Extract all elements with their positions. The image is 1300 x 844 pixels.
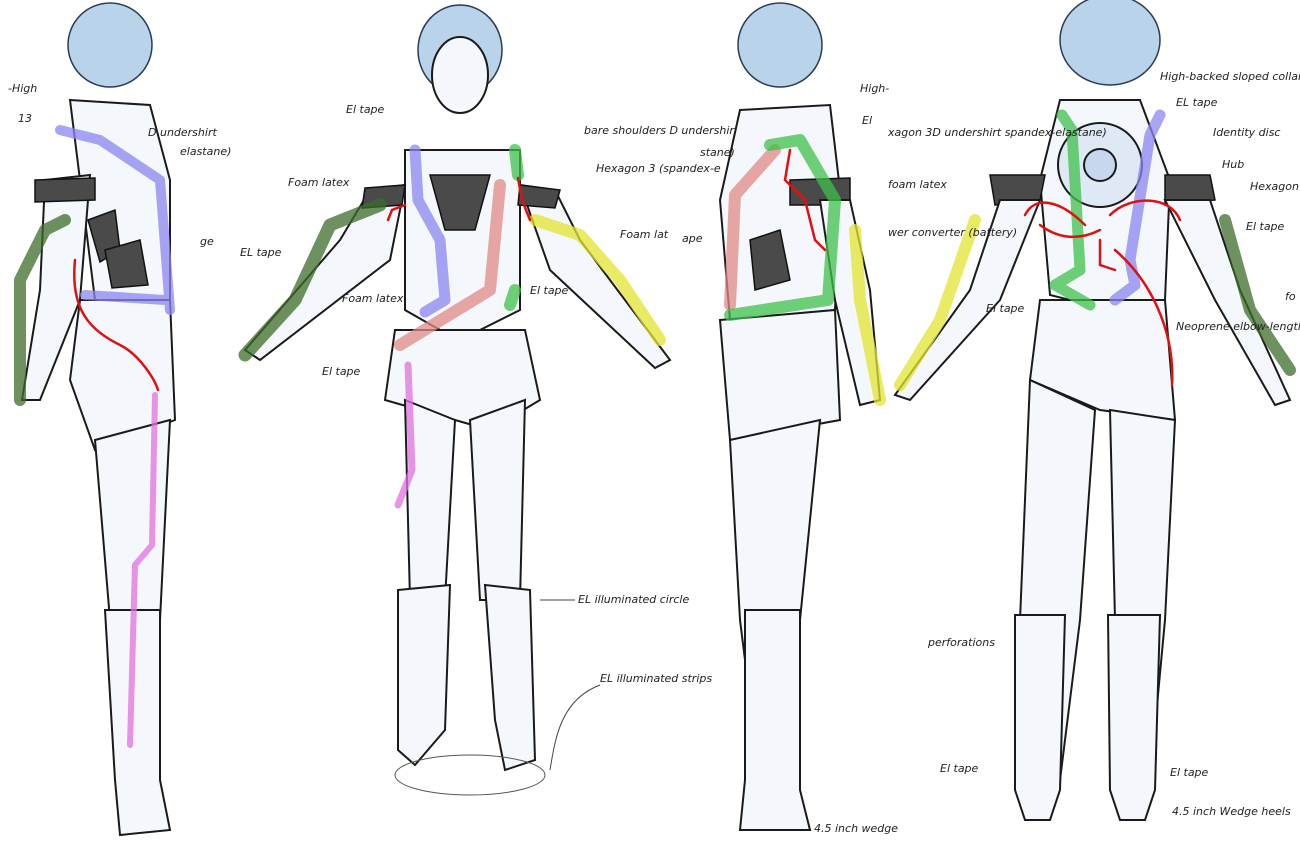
el-tape-green xyxy=(724,134,841,321)
top-label-layer: Hexagon 3 (spandex-e xyxy=(595,161,723,177)
label: 4.5 inch wedge xyxy=(814,822,898,835)
label: fo xyxy=(1285,290,1296,303)
hub xyxy=(1083,148,1117,182)
label: El tape xyxy=(346,103,385,116)
el-tape-dark-green xyxy=(238,198,387,362)
label: Hexagon (spande xyxy=(1250,180,1300,193)
label: stane) xyxy=(700,146,735,159)
left-boot xyxy=(1014,614,1067,821)
label-hexagon: Hexagon 3 (spandex-e xyxy=(596,162,721,175)
label: El tape xyxy=(1246,220,1285,233)
leader-line xyxy=(540,599,601,771)
armband-mesh xyxy=(34,177,96,203)
label: Foam latex xyxy=(288,176,350,189)
arm xyxy=(20,173,92,401)
el-tape-blue xyxy=(1109,109,1166,306)
el-tape-yellow xyxy=(529,214,666,346)
el-tape-dark-green xyxy=(1219,214,1296,376)
floor-ellipse xyxy=(394,754,546,796)
chest-mesh xyxy=(429,174,491,231)
el-tape-green xyxy=(14,214,71,406)
el-tape-salmon xyxy=(394,179,506,351)
right-leg xyxy=(468,398,527,601)
label: High- xyxy=(860,82,889,95)
right-boot xyxy=(1106,614,1162,821)
el-tape-blue xyxy=(409,144,451,318)
label: Foam lat xyxy=(620,228,669,241)
label: EL tape xyxy=(240,246,282,259)
red-wire-marker xyxy=(386,176,532,222)
el-tape-yellow xyxy=(894,214,981,391)
label: 13 xyxy=(18,112,32,125)
el-tape-salmon xyxy=(724,144,781,311)
face xyxy=(431,36,489,114)
el-tape-yellow xyxy=(849,224,886,406)
label: bare shoulders D undershirt xyxy=(584,124,739,137)
label: foam latex xyxy=(888,178,947,191)
armband-mesh xyxy=(517,184,561,209)
label: Foam latex xyxy=(342,292,404,305)
label: Identity disc xyxy=(1213,126,1280,139)
label: -High xyxy=(8,82,37,95)
label: perforations xyxy=(927,636,995,649)
hair xyxy=(1059,0,1161,86)
label: El tape xyxy=(986,302,1025,315)
front-view-figure: El tape Foam latex EL tape Foam latex El… xyxy=(238,4,739,796)
label: D undershirt xyxy=(148,126,217,139)
hair xyxy=(737,2,823,88)
label: 4.5 inch Wedge heels xyxy=(1172,805,1291,818)
boot xyxy=(738,609,812,831)
label: El xyxy=(862,114,872,127)
label: El tape xyxy=(322,365,361,378)
label: EL illuminated strips xyxy=(600,672,712,685)
side-view-figure-left: -High 13 D undershirt elastane) ge xyxy=(8,2,231,837)
red-wire-marker xyxy=(72,258,160,392)
label: High-backed sloped collar xyxy=(1160,70,1300,83)
el-tape-green xyxy=(1049,109,1096,311)
label: ape xyxy=(682,232,703,245)
label: El tape xyxy=(1170,766,1209,779)
el-tape-blue xyxy=(55,125,175,315)
red-wire-marker xyxy=(783,148,827,252)
label: wer converter (battery) xyxy=(888,226,1017,239)
mesh-panel xyxy=(749,229,791,291)
boot xyxy=(103,609,172,837)
side-view-figure-right: High- El stane) ape 4.5 inch wedge xyxy=(682,2,898,835)
label: Hub xyxy=(1222,158,1244,171)
left-boot xyxy=(397,583,452,767)
label: EL tape xyxy=(1176,96,1218,109)
label: El tape xyxy=(940,762,979,775)
right-arm xyxy=(1163,199,1292,407)
right-arm xyxy=(518,183,672,370)
armband-mesh xyxy=(1164,174,1216,206)
label: ge xyxy=(200,235,214,248)
label: EL illuminated circle xyxy=(578,593,689,606)
red-wire-marker xyxy=(1023,199,1182,387)
left-arm xyxy=(893,199,1042,402)
skirt xyxy=(718,308,842,442)
el-tape-green xyxy=(504,144,524,311)
el-tape-pink xyxy=(394,361,416,509)
el-tape-pink xyxy=(127,392,158,748)
label: El tape xyxy=(530,284,569,297)
label: xagon 3D undershirt spandex-elastane) xyxy=(887,126,1107,139)
mesh-panel xyxy=(104,239,149,289)
hair xyxy=(67,2,153,88)
label: Neoprene elbow-length gloves xyxy=(1176,320,1300,333)
right-boot xyxy=(483,583,537,772)
back-view-figure: High-backed sloped collar EL tape Identi… xyxy=(887,0,1300,821)
label: elastane) xyxy=(180,145,231,158)
